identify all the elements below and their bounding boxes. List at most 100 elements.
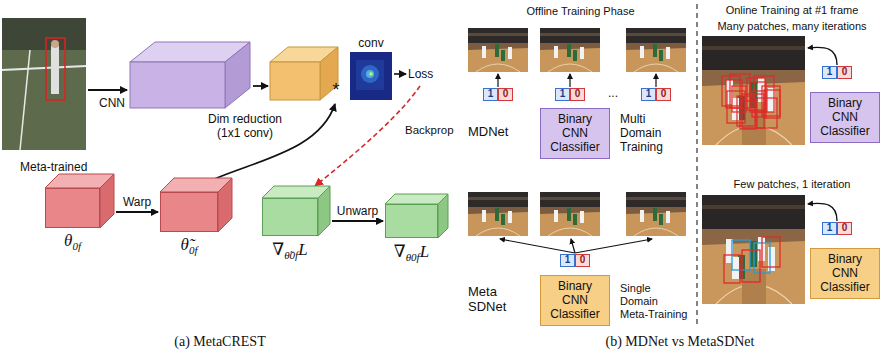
method-name: Meta SDNet (468, 284, 518, 315)
step-label: conv (350, 36, 392, 50)
label-cell: 0 (575, 254, 590, 267)
math-symbol: L (298, 240, 307, 259)
flow-arrow (253, 85, 268, 87)
label-cell: 0 (837, 222, 852, 235)
block-face (318, 186, 330, 236)
operator-symbol: * (327, 80, 345, 101)
step-label: Backprop (405, 124, 459, 138)
math-symbol: ∇ (272, 240, 284, 259)
math-subscript: θ0f (406, 251, 420, 263)
label-pair: 10 (822, 222, 852, 235)
math-label: θ̃0f (181, 235, 198, 255)
parameter-block: ∇θ0fL (385, 204, 438, 238)
first-frame (702, 36, 805, 145)
map-glow (356, 60, 384, 90)
math-subscript: 0f (189, 244, 198, 256)
sample-box (740, 101, 756, 129)
backprop-arrow (315, 86, 420, 186)
parameter-block: θ0f (45, 188, 100, 228)
map-ground (350, 52, 392, 100)
target-box (46, 38, 65, 100)
block-faces (262, 186, 330, 236)
label-cell: 0 (656, 88, 671, 101)
parameter-block: ∇θ̃0fL (262, 198, 318, 236)
divider (696, 4, 697, 328)
classifier-box: Binary CNN Classifier (810, 92, 880, 143)
map-glow (361, 65, 379, 83)
math-subscript: θ̃0f (284, 249, 298, 261)
math-label: θ0f (64, 231, 81, 251)
video-frame (540, 28, 600, 72)
classifier-text: Binary CNN Classifier (545, 280, 605, 321)
label-cell: 0 (570, 88, 585, 101)
label-pair: 10 (822, 66, 852, 79)
sample-box (742, 250, 760, 282)
method-name: MDNet (468, 124, 534, 139)
ellipsis: ... (602, 86, 624, 100)
video-frame (468, 28, 528, 72)
label-pair: 10 (555, 88, 585, 101)
edge-arrow (116, 211, 158, 213)
block-faces (385, 194, 448, 238)
sample-box (732, 86, 746, 112)
sample-boxes (724, 237, 780, 283)
player (51, 46, 59, 94)
frame-ground (2, 18, 86, 150)
label-arrow (655, 74, 656, 87)
flow-arrow (394, 73, 406, 75)
label-pair: 10 (641, 88, 671, 101)
math-symbol: ∇ (394, 242, 406, 261)
classifier-box: Binary CNN Classifier (540, 108, 610, 159)
edge-arrow (332, 220, 383, 222)
edge-label: Unwarp (335, 204, 380, 218)
sample-box (727, 91, 745, 123)
block-faces (160, 178, 232, 232)
label-arrow (569, 74, 570, 87)
label-cell: 1 (822, 222, 837, 235)
panel-caption: (a) MetaCREST (110, 334, 330, 351)
step-label: Meta-trained (20, 160, 110, 174)
block-face (225, 42, 250, 108)
step-label: Dim reduction (1x1 conv) (195, 112, 295, 140)
player (51, 40, 59, 48)
panel-caption: (b) MDNet vs MetaSDNet (560, 334, 800, 351)
sample-boxes (722, 74, 780, 129)
sample-box (762, 237, 780, 267)
block-face (130, 62, 225, 108)
block-face (270, 62, 320, 100)
method-note: Single Domain Meta-Training (620, 282, 689, 321)
sample-box (757, 98, 777, 128)
label-cell: 1 (641, 88, 656, 101)
step-label: Loss (408, 67, 448, 81)
label-arrow (575, 239, 652, 253)
label-arrow (497, 74, 498, 87)
math-label: ∇θ̃0fL (272, 239, 307, 260)
video-frame (626, 192, 686, 236)
map-peak (369, 72, 373, 76)
label-cell: 1 (822, 66, 837, 79)
frame-stand (2, 18, 86, 50)
phase-note: Many patches, many iterations (700, 20, 884, 33)
edge-label: Warp (121, 195, 153, 209)
block-face (385, 194, 448, 204)
label-pair: 10 (483, 88, 513, 101)
phase-note: Few patches, 1 iteration (700, 178, 884, 191)
parameter-block: θ̃0f (160, 192, 218, 232)
court-line (2, 66, 86, 70)
response-map (350, 52, 392, 100)
tennis-frame (2, 18, 86, 150)
step-label: CNN (92, 96, 132, 110)
block-face (100, 174, 114, 228)
feature-block (130, 42, 250, 108)
first-frame (702, 195, 805, 304)
label-arrow (808, 203, 837, 221)
classifier-text: Binary CNN Classifier (545, 113, 605, 154)
classifier-text: Binary CNN Classifier (815, 253, 875, 294)
label-pair: 10 (560, 254, 590, 267)
video-frame (540, 192, 600, 236)
flow-arrow (88, 89, 127, 91)
label-cell: 1 (483, 88, 498, 101)
video-frame (626, 28, 686, 72)
